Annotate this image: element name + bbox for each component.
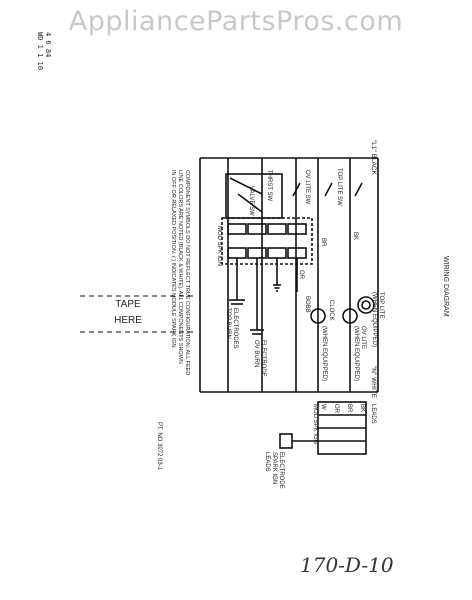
lead-table-or: OR [333,404,339,414]
top-lite-inner [361,300,371,310]
electrodes-top-label: ELECTRODES [232,308,238,349]
ov-lite-sub-label: (WHEN EQUIPPED) [353,326,359,381]
ov-lite-switch [292,182,301,197]
top-lite-label: TOP LITE [378,292,384,318]
module-block-4 [287,223,307,235]
top-lite-sw-label: TOP LITE SW [336,168,342,206]
ov-lite-symbol [342,308,358,324]
therm-switch [229,177,263,195]
valve-sw-label: VALVE SW [248,186,254,216]
lead-table-heading: LEADS [370,404,376,424]
electrode-spark-label: ELECTRODE [278,452,284,489]
bobb-label: BOBB [304,296,310,313]
top-lite-sub-label: (WHEN EQUIPPED) [371,292,377,347]
lead-table-br: BR [346,404,352,413]
electrode-ov-label: ELECTRODE [260,340,266,377]
module-block-6 [247,247,267,259]
lead-connector [279,433,293,449]
module-block-5 [227,247,247,259]
clock-symbol [310,308,326,324]
tape-box [80,295,196,333]
electrode-ov-symbol [250,329,264,335]
or-label: OR [298,270,304,280]
module-block-1 [227,223,247,235]
note-line-1: COMPONENT SYMBOLS DO NOT REFLECT TRUE CO… [184,170,190,375]
module-block-7 [267,247,287,259]
model-line-2: WD 1 1 10 [36,32,44,70]
part-number: PT. NO 3072 03-1 [156,422,162,471]
model-line-1: 4 6 84 [44,32,52,57]
module-block-8 [287,247,307,259]
ov-lite-label: OV LITE [360,326,366,349]
watermark: AppliancePartsPros.com [68,6,404,37]
electrode-ov-sub-label: OV BURN [253,340,259,367]
mod-spk-ign-label: MOD SPK IGN [216,226,222,266]
electrode-spark-sub-label: SPARK IGN [271,452,277,484]
clock-sub-label: (WHEN EQUIPPED) [321,326,327,381]
module-block-3 [267,223,287,235]
top-lite-symbol [357,296,375,314]
br-label: BR [320,238,326,247]
electrode-spark-sub2-label: LEADS [264,452,270,472]
lead-table-bk: BK [359,404,365,412]
lead-table-sub-label: MOD SPK IGN [312,404,318,444]
valve-switch [237,193,263,213]
clock-label: CLOCK [328,300,334,321]
top-lite-switch [324,182,333,197]
bk-label: BK [352,232,358,240]
handwritten-note: 170-D-10 [300,553,394,577]
electrodes-top-sub-label: TOP BURN [225,308,231,339]
l1-black-label: "L1" BLACK [370,140,377,176]
l1-switch [354,182,363,197]
tape-label: TAPE [115,299,141,310]
here-label: HERE [114,315,142,326]
note-line-2: LINE COLORS ARE NOTED (BLACK & WHITE). A… [177,170,183,364]
lead-table-w: W [320,404,326,410]
note-line-3: IN OFF OR RELAXED POSITION. ( ) INDICATE… [170,170,176,350]
module-outline [221,217,313,265]
ground-symbol [273,284,281,292]
diagram-title: WIRING DIAGRAM [442,256,449,317]
therm-sw-label: THRST SW [266,170,272,202]
electrode-top-symbol [229,299,245,305]
ov-lite-sw-label: OV LITE SW [304,170,310,205]
n-white-label: "N" WHITE [370,366,377,399]
module-block-2 [247,223,267,235]
